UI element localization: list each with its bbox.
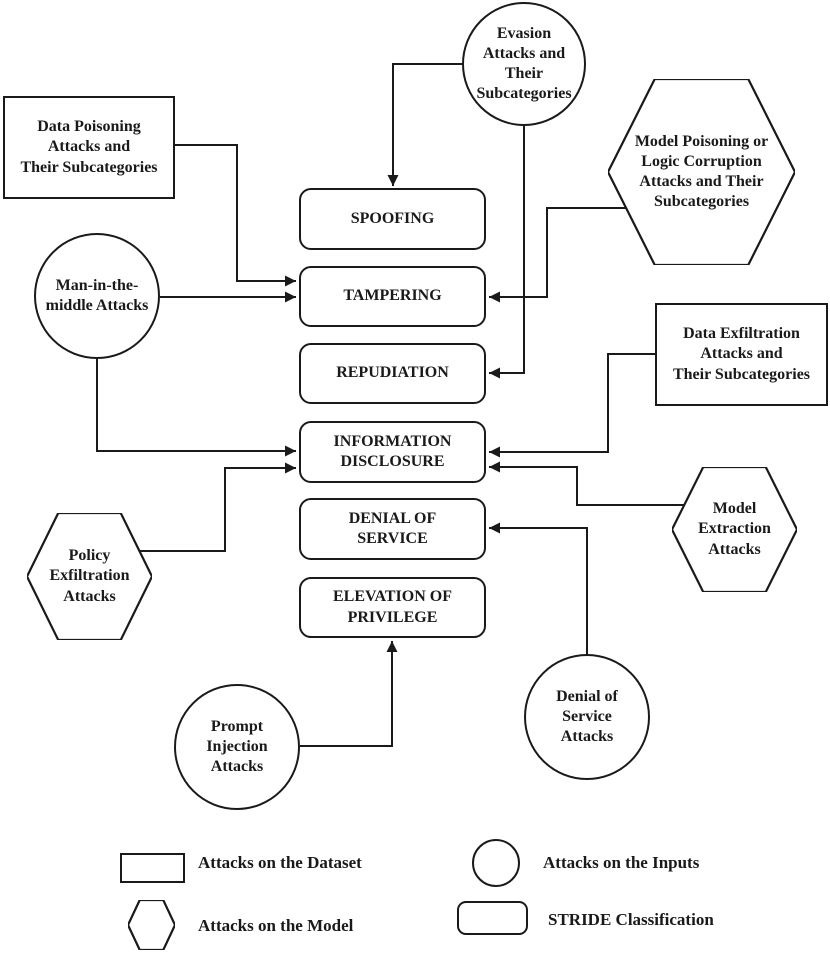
node-model-extraction-attacks-label: Model Extraction Attacks	[698, 500, 771, 558]
legend-label-stride: STRIDE Classification	[548, 910, 714, 929]
node-data-exfiltration-attacks-label: Data Exfiltration Attacks and Their Subc…	[672, 325, 811, 383]
node-man-in-the-middle-attacks-label: Man-in-the- middle Attacks	[45, 276, 149, 314]
node-data-poisoning-attacks: Data Poisoning Attacks and Their Subcate…	[3, 96, 175, 199]
node-policy-exfiltration-attacks: Policy Exfiltration Attacks	[27, 513, 152, 640]
stride-box-information-disclosure: INFORMATION DISCLOSURE	[299, 421, 486, 483]
node-evasion-attacks-label: Evasion Attacks and Their Subcategories	[476, 24, 572, 103]
node-model-extraction-attacks: Model Extraction Attacks	[672, 467, 797, 592]
node-prompt-injection-attacks: Prompt Injection Attacks	[174, 684, 300, 810]
node-data-poisoning-attacks-label: Data Poisoning Attacks and Their Subcate…	[20, 118, 158, 176]
stride-box-elevation-of-privilege-label: ELEVATION OF PRIVILEGE	[333, 588, 452, 626]
node-model-poisoning-attacks: Model Poisoning or Logic Corruption Atta…	[608, 79, 795, 265]
edge-model-poisoning-to-tampering	[489, 207, 626, 303]
edge-data-exfiltration-to-information-disclosure	[489, 353, 655, 458]
legend-circle-swatch	[472, 839, 520, 887]
stride-box-information-disclosure-label: INFORMATION DISCLOSURE	[333, 432, 452, 470]
edge-model-extraction-to-information-disclosure	[489, 461, 684, 506]
hexagon-shape	[128, 900, 175, 950]
edge-mitm-to-information-disclosure	[96, 359, 296, 457]
legend-label-inputs: Attacks on the Inputs	[543, 853, 700, 872]
stride-box-denial-of-service-label: DENIAL OF SERVICE	[348, 509, 437, 547]
node-denial-of-service-attacks: Denial of Service Attacks	[524, 654, 650, 780]
hexagon-shape	[608, 79, 795, 265]
hexagon-shape	[27, 513, 152, 640]
edge-data-poisoning-to-tampering	[175, 144, 296, 287]
stride-box-tampering: TAMPERING	[299, 266, 486, 327]
stride-box-repudiation: REPUDIATION	[299, 343, 486, 404]
edge-evasion-to-spoofing	[387, 63, 462, 186]
node-prompt-injection-attacks-label: Prompt Injection Attacks	[206, 717, 268, 776]
stride-box-spoofing: SPOOFING	[299, 188, 486, 250]
legend-hexagon-swatch	[128, 900, 175, 950]
node-policy-exfiltration-attacks-label: Policy Exfiltration Attacks	[49, 547, 130, 605]
node-evasion-attacks: Evasion Attacks and Their Subcategories	[462, 2, 586, 126]
legend-label-model: Attacks on the Model	[198, 916, 354, 935]
stride-box-elevation-of-privilege: ELEVATION OF PRIVILEGE	[299, 577, 486, 638]
node-denial-of-service-attacks-label: Denial of Service Attacks	[556, 687, 618, 746]
legend-rectangle-swatch	[120, 853, 185, 883]
legend-rounded-rect-swatch	[457, 901, 528, 935]
node-man-in-the-middle-attacks: Man-in-the- middle Attacks	[34, 233, 160, 359]
edge-evasion-to-repudiation	[489, 126, 525, 379]
edge-prompt-injection-to-elevation-of-privilege	[300, 641, 398, 747]
stride-box-tampering-label: TAMPERING	[343, 287, 442, 305]
edge-dos-attacks-to-denial-of-service	[489, 522, 588, 654]
node-data-exfiltration-attacks: Data Exfiltration Attacks and Their Subc…	[655, 303, 828, 406]
edge-policy-exfiltration-to-information-disclosure	[140, 462, 296, 552]
legend-label-dataset: Attacks on the Dataset	[198, 853, 362, 872]
stride-box-spoofing-label: SPOOFING	[350, 209, 435, 227]
node-model-poisoning-attacks-label: Model Poisoning or Logic Corruption Atta…	[634, 132, 769, 211]
stride-box-denial-of-service: DENIAL OF SERVICE	[299, 498, 486, 560]
stride-box-repudiation-label: REPUDIATION	[336, 364, 449, 382]
hexagon-shape	[672, 467, 797, 592]
